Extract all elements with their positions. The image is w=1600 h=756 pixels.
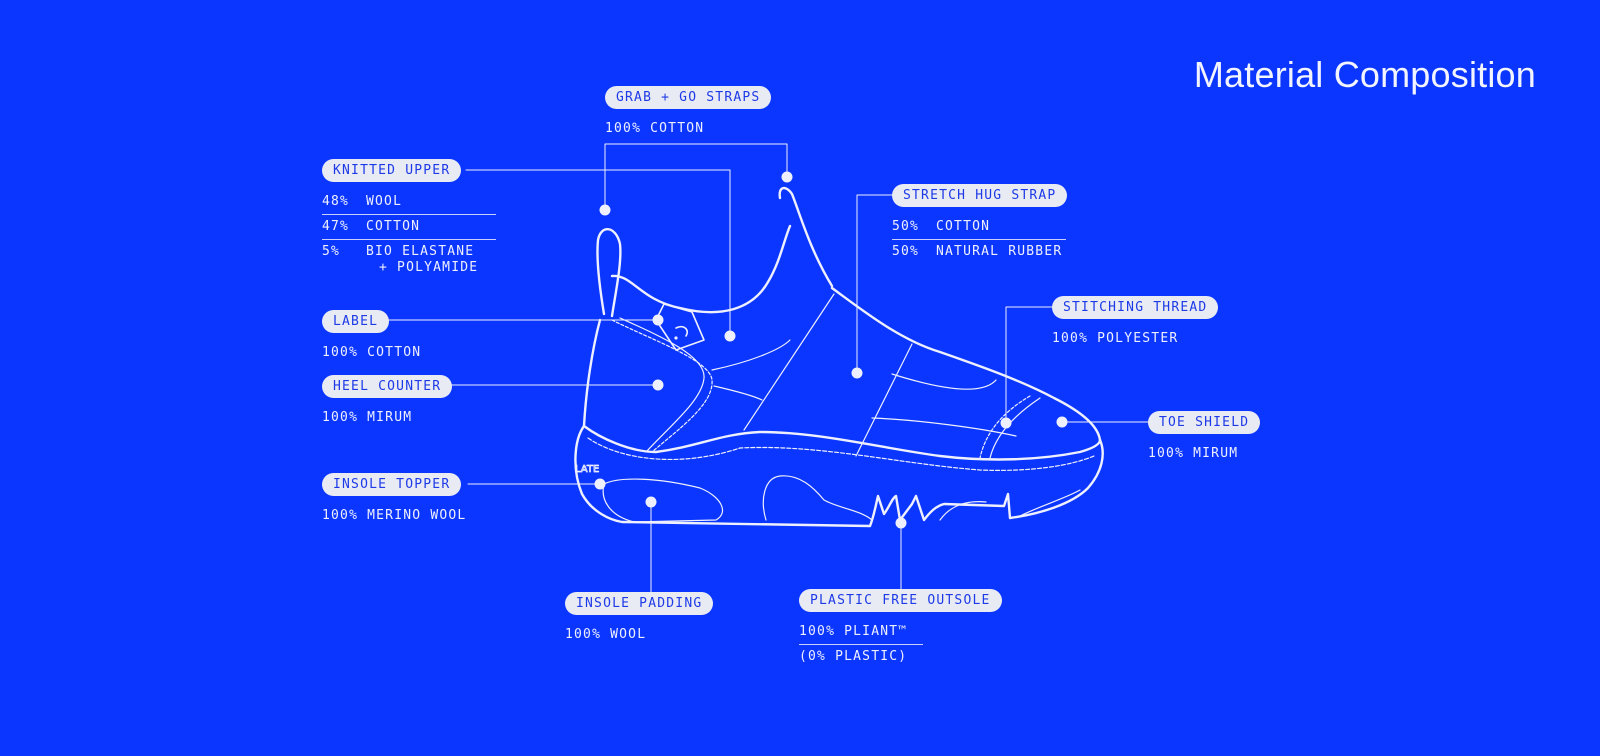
- stretch-hug-strap-label: STRETCH HUG STRAP: [892, 184, 1068, 207]
- plastic-free-outsole-label: PLASTIC FREE OUTSOLE: [799, 589, 1002, 612]
- stretch-hug-strap-row: 50% COTTON: [892, 215, 1066, 240]
- shoe-details: [587, 293, 1095, 523]
- callout-label: LABEL 100% COTTON: [322, 310, 421, 361]
- dot-label: [652, 314, 664, 326]
- callout-plastic-free-outsole: PLASTIC FREE OUTSOLE 100% PLIANT™ (0% PL…: [799, 589, 1002, 669]
- grab-go-straps-composition: 100% COTTON: [605, 121, 705, 136]
- toe-shield-label: TOE SHIELD: [1148, 411, 1261, 434]
- stitching-thread-label: STITCHING THREAD: [1052, 296, 1219, 319]
- callout-stitching-thread: STITCHING THREAD 100% POLYESTER: [1052, 296, 1219, 347]
- dot-knitted-upper: [724, 330, 736, 342]
- toe-shield-composition: 100% MIRUM: [1148, 446, 1239, 461]
- insole-topper-label: INSOLE TOPPER: [322, 473, 462, 496]
- leader-lines: [387, 143, 1149, 593]
- plastic-free-outsole-note: (0% PLASTIC): [799, 649, 908, 664]
- heel-counter-label: HEEL COUNTER: [322, 375, 453, 398]
- callout-insole-topper: INSOLE TOPPER 100% MERINO WOOL: [322, 473, 466, 524]
- knitted-upper-row: 48% WOOL: [322, 190, 496, 215]
- stretch-hug-strap-row: 50% NATURAL RUBBER: [892, 244, 1063, 259]
- heel-counter-composition: 100% MIRUM: [322, 410, 413, 425]
- callout-insole-padding: INSOLE PADDING 100% WOOL: [565, 592, 714, 643]
- dot-grab-strap-front: [781, 171, 793, 183]
- stitching-thread-composition: 100% POLYESTER: [1052, 331, 1179, 346]
- page-title: Material Composition: [1193, 54, 1536, 95]
- dot-outsole: [895, 517, 907, 529]
- callout-dots: [594, 171, 1068, 529]
- callout-knitted-upper: KNITTED UPPER 48% WOOL 47% COTTON 5% BIO…: [322, 159, 496, 280]
- callout-stretch-hug-strap: STRETCH HUG STRAP 50% COTTON 50% NATURAL…: [892, 184, 1068, 264]
- insole-topper-composition: 100% MERINO WOOL: [322, 508, 467, 523]
- dot-heel-counter: [652, 379, 664, 391]
- midsole-logo: LATE: [575, 464, 599, 475]
- grab-go-straps-label: GRAB + GO STRAPS: [605, 86, 772, 109]
- knitted-upper-row: 47% COTTON: [322, 215, 496, 240]
- shoe-outline: [574, 186, 1104, 528]
- callout-toe-shield: TOE SHIELD 100% MIRUM: [1148, 411, 1261, 462]
- dot-insole-padding: [645, 496, 657, 508]
- callout-grab-go-straps: GRAB + GO STRAPS 100% COTTON: [605, 86, 772, 137]
- callout-heel-counter: HEEL COUNTER 100% MIRUM: [322, 375, 453, 426]
- dot-insole-topper: [594, 478, 606, 490]
- label-composition: 100% COTTON: [322, 345, 422, 360]
- insole-padding-composition: 100% WOOL: [565, 627, 647, 642]
- knitted-upper-label: KNITTED UPPER: [322, 159, 462, 182]
- dot-toe-shield: [1056, 416, 1068, 428]
- insole-padding-label: INSOLE PADDING: [565, 592, 714, 615]
- dot-stretch-hug-strap: [851, 367, 863, 379]
- dot-stitching-thread: [1000, 417, 1012, 429]
- plastic-free-outsole-composition: 100% PLIANT™: [799, 620, 923, 645]
- knitted-upper-row: 5% BIO ELASTANE + POLYAMIDE: [322, 244, 479, 275]
- dot-grab-strap-heel: [599, 204, 611, 216]
- label-label: LABEL: [322, 310, 390, 333]
